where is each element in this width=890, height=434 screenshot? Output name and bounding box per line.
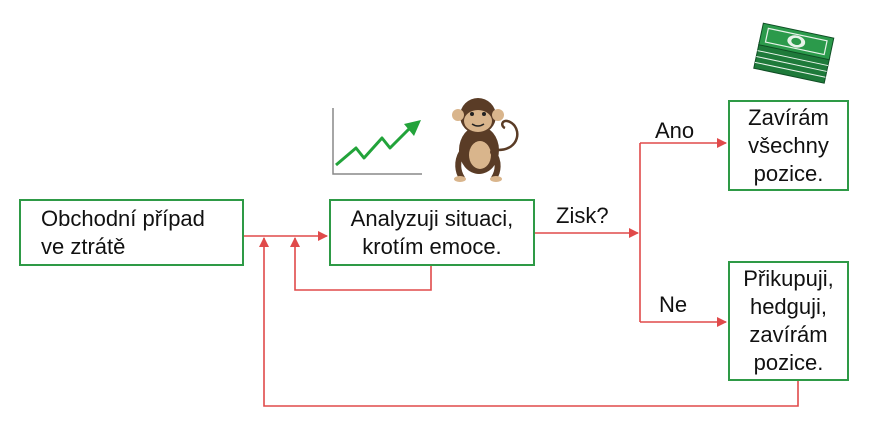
arrow-return-loop	[259, 237, 799, 407]
arrow-analyze-loop	[290, 237, 432, 291]
add-hedge-box: Přikupuji, hedguji, zavírám pozice.	[728, 261, 849, 381]
add-hedge-label: Přikupuji, hedguji, zavírám pozice.	[743, 266, 834, 375]
start-label: Obchodní případ ve ztrátě	[41, 205, 205, 259]
rising-chart-icon	[332, 108, 422, 175]
close-all-box: Zavírám všechny pozice.	[728, 100, 849, 191]
analyze-label: Analyzuji situaci, krotím emoce.	[350, 205, 514, 259]
start-box: Obchodní případ ve ztrátě	[19, 199, 244, 266]
close-all-label: Zavírám všechny pozice.	[748, 104, 829, 186]
no-label: Ne	[659, 292, 688, 317]
decision-label: Zisk?	[556, 203, 609, 228]
analyze-box: Analyzuji situaci, krotím emoce.	[329, 199, 535, 266]
money-stack-icon	[753, 22, 835, 84]
monkey-icon	[452, 98, 519, 182]
yes-label: Ano	[655, 118, 695, 143]
